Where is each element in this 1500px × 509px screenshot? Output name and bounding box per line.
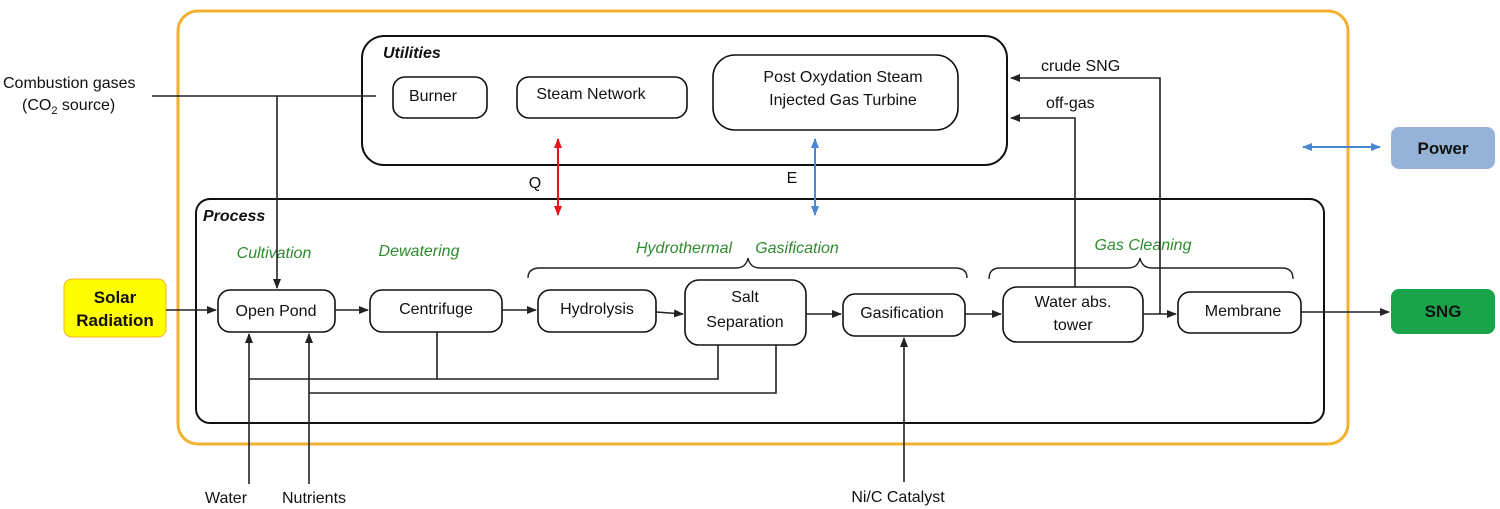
process-title: Process [203,208,265,225]
power-box [1391,127,1495,169]
combustion-label-line1: Combustion gases [3,75,136,92]
salt-separation-label-line1: Salt [731,289,759,306]
process-container [195,198,1325,424]
membrane-label: Membrane [1205,303,1282,320]
hydrolysis-label: Hydrolysis [560,301,634,318]
turbine-box [712,54,959,131]
stage-gas-cleaning: Gas Cleaning [1095,237,1192,254]
open-pond-box [217,289,336,333]
steam-network-label: Steam Network [536,86,646,103]
nutrients-label: Nutrients [282,490,346,507]
crude-sng-label: crude SNG [1041,58,1120,75]
centrifuge-box [369,289,503,333]
water-abs-tower-label-line1: Water abs. [1035,294,1112,311]
salt-separation-label-line2: Separation [706,314,783,331]
catalyst-label: Ni/C Catalyst [851,489,945,506]
gasification-label: Gasification [860,305,944,322]
open-pond-label: Open Pond [236,303,317,320]
water-abs-tower-label-line2: tower [1053,317,1093,334]
turbine-label-line2: Injected Gas Turbine [769,92,917,109]
stage-dewatering: Dewatering [379,243,460,260]
water-recycle-line [249,332,438,380]
centrifuge-label: Centrifuge [399,301,473,318]
water-label: Water [205,490,248,507]
stage-hydrothermal: Hydrothermal [636,240,732,257]
system-boundary [176,9,1350,446]
hydrolysis-to-salt-arrow [655,309,684,318]
turbine-label-line1: Post Oxydation Steam [763,69,922,86]
q-label: Q [529,175,541,192]
off-gas-label: off-gas [1046,95,1095,112]
stage-cultivation: Cultivation [237,245,312,262]
solar-label-line1: Solar [94,288,137,307]
solar-label-line2: Radiation [76,311,153,330]
brace-hydrothermal-gasification [527,257,968,279]
e-label: E [787,170,798,187]
off-gas-line [1010,114,1076,287]
utilities-title: Utilities [383,45,441,62]
solar-radiation-box [63,278,167,338]
burner-box [392,76,488,119]
crude-sng-line [1010,74,1161,314]
stage-gasification: Gasification [755,240,839,257]
nutrient-recycle-line [309,345,777,394]
combustion-label-line2: (CO2 source) [22,97,115,117]
sng-label: SNG [1425,302,1462,321]
power-label: Power [1417,139,1468,158]
burner-label: Burner [409,88,458,105]
sng-box [1391,289,1495,334]
steam-network-box [516,76,688,119]
salt-separation-box [684,279,807,346]
gasification-box [842,293,966,337]
hydrolysis-box [537,289,657,333]
water-recycle-line-hydro [437,345,719,380]
brace-gas-cleaning [988,257,1294,280]
